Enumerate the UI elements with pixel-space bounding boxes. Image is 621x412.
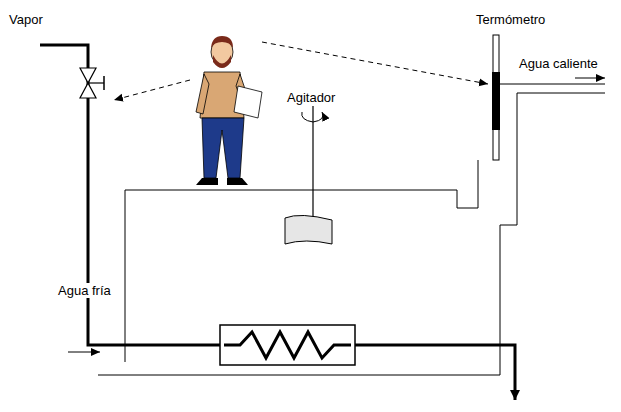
- thermometer-bulb: [492, 72, 500, 130]
- stream-label: Agua caliente: [518, 56, 599, 71]
- tank-outline: [98, 84, 605, 375]
- view-arrow: [262, 42, 488, 84]
- flow-arrow: [68, 352, 100, 353]
- thermometer: [493, 35, 499, 160]
- part-label: Agitador: [286, 90, 336, 105]
- valve-handle: [103, 76, 105, 90]
- stream-label: Vapor: [8, 12, 44, 27]
- view-arrow: [114, 80, 190, 100]
- agitator-shaft: [312, 106, 313, 218]
- valve-stem: [88, 82, 104, 83]
- flow-arrow: [575, 78, 605, 79]
- rotation-arrow: [302, 112, 323, 122]
- heating-coil: [220, 325, 355, 365]
- operator-figure: [196, 36, 262, 185]
- instrument-label: Termómetro: [475, 12, 546, 27]
- steam-pipe: [355, 345, 515, 400]
- agitator-paddle: [285, 215, 332, 244]
- coil-windings: [224, 332, 351, 358]
- steam-pipe: [40, 45, 220, 345]
- stream-label: Agua fría: [57, 283, 112, 298]
